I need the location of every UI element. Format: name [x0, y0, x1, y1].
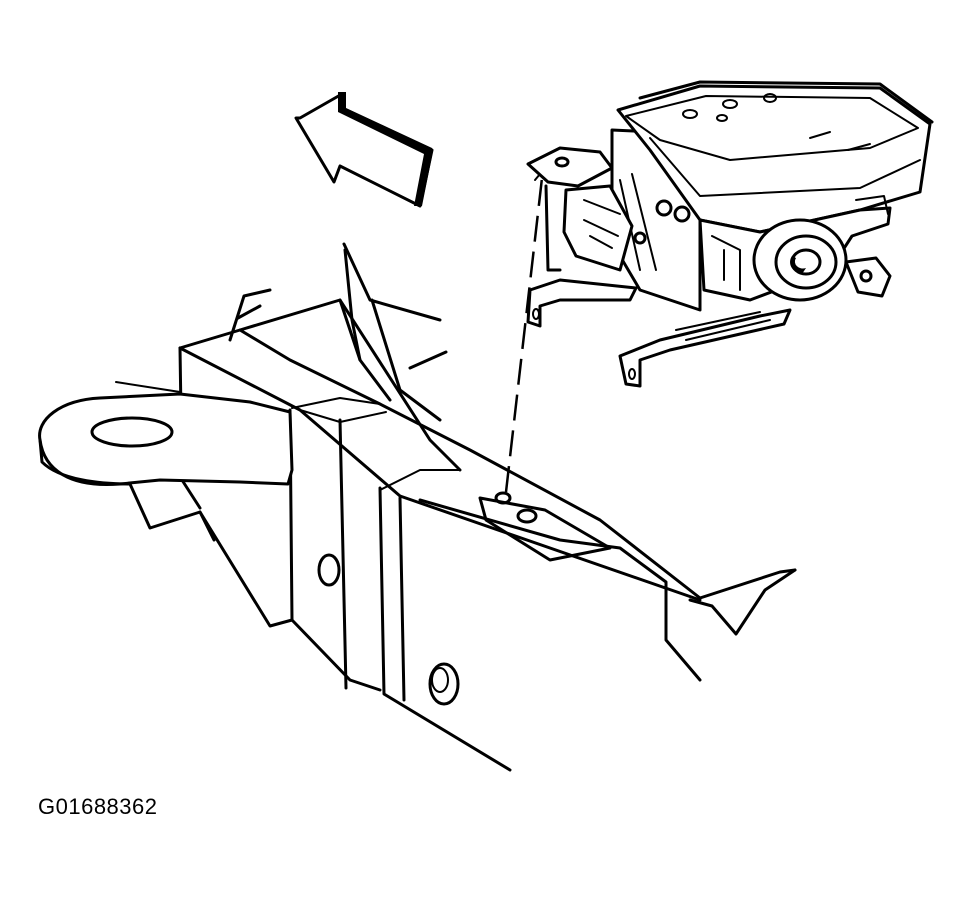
tow-bracket: [38, 392, 294, 628]
figure-id-label: G01688362: [38, 794, 158, 819]
direction-arrow-icon: [294, 92, 434, 208]
frame-rail: [115, 242, 797, 772]
alignment-guide: [504, 173, 549, 493]
module-assembly: [526, 80, 934, 388]
